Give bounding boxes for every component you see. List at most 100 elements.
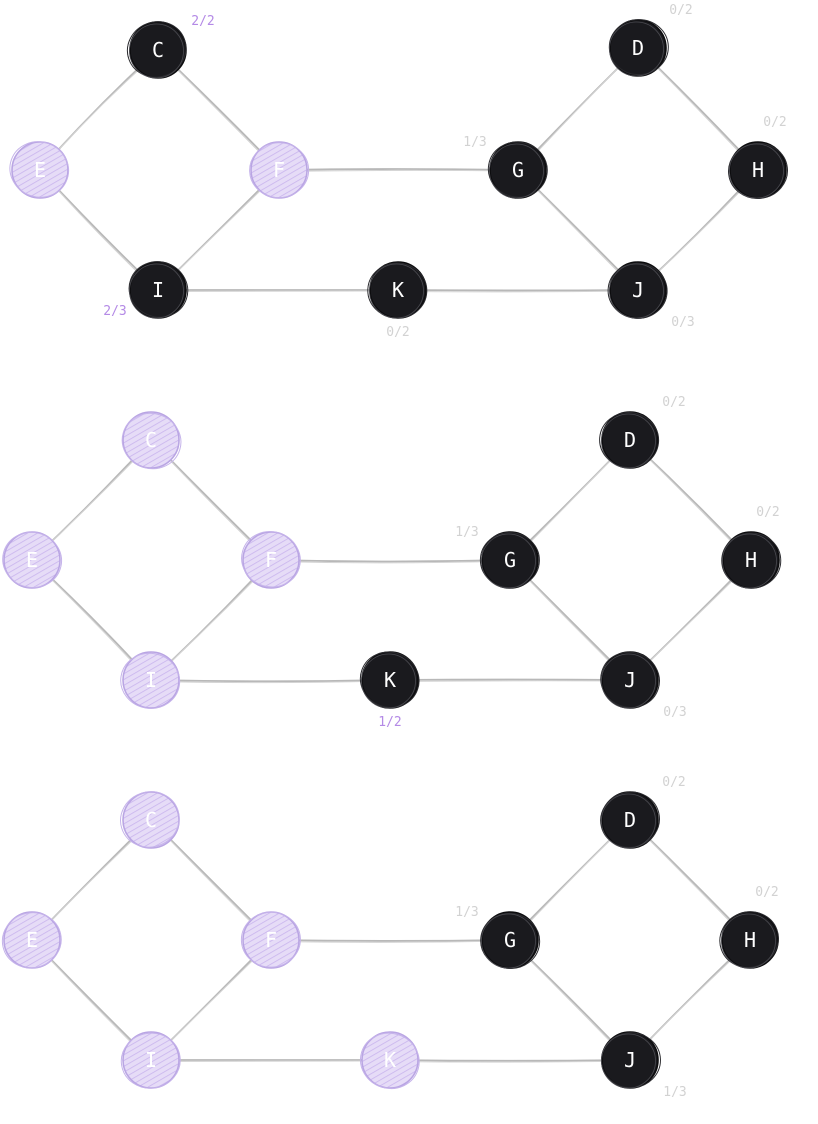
node-J: J 1/3 [600,1031,687,1100]
node-label-I: I [152,278,164,302]
node-D: D 0/2 [599,395,686,469]
node-E: E [1,911,62,969]
count-label-D: 0/2 [662,395,685,410]
node-label-H: H [744,928,756,952]
node-sketch-outline [728,142,788,199]
edge-I-K-sketch [158,290,398,292]
node-D: D 0/2 [608,3,693,77]
node-G: G1/3 [455,525,540,589]
count-label-D: 0/2 [662,775,685,790]
node-circle [122,411,180,469]
node-sketch-inner [601,1033,656,1089]
edge-K-J-sketch [390,1060,630,1063]
node-K: K [359,1031,420,1090]
node-sketch-outline [120,791,180,848]
edge-F-G [270,559,511,563]
node-label-G: G [504,548,516,572]
edge-K-J-sketch [398,290,638,293]
node-sketch-outline [120,652,181,709]
node-sketch-outline [719,911,779,968]
node-F: F [249,141,310,199]
node-H: H0/2 [728,115,788,199]
node-sketch-outline [599,412,660,469]
count-label-H: 0/2 [755,885,778,900]
node-sketch-outline [2,531,63,589]
node-C: C 2/2 [126,14,215,79]
node-C: C [121,411,182,470]
node-sketch-inner [481,913,536,969]
node-circle [361,1031,419,1089]
edge-K-J [389,1059,631,1062]
edge-I-K-sketch [151,1060,390,1062]
node-label-G: G [512,158,524,182]
node-label-J: J [624,1048,636,1072]
count-label-C: 2/2 [191,14,214,29]
node-label-C: C [145,808,157,832]
node-label-G: G [504,928,516,952]
node-label-J: J [624,668,636,692]
node-label-K: K [384,668,396,692]
edge-F-G-sketch [271,560,510,564]
node-G: G 1/3 [455,905,541,969]
node-label-J: J [632,278,644,302]
node-sketch-outline [1,912,62,969]
edge-I-K-sketch [151,680,390,684]
node-K: K 0/2 [367,261,428,340]
node-I: I [120,1031,181,1089]
node-sketch-outline [126,21,187,78]
node-sketch-inner [481,533,536,589]
node-label-C: C [152,38,164,62]
node-sketch-outline [249,142,310,199]
count-label-K: 1/2 [378,715,401,730]
node-sketch-inner [361,653,416,709]
count-label-I: 2/3 [103,304,126,319]
node-label-C: C [145,428,157,452]
node-H: H 0/2 [719,885,779,969]
node-sketch-outline [241,531,301,588]
edge-I-K [150,679,391,683]
node-E: E [2,531,63,589]
node-label-F: F [273,158,285,182]
node-label-H: H [745,548,757,572]
count-label-J: 1/3 [663,1085,686,1100]
node-D: D0/2 [600,775,686,849]
node-K: K 1/2 [359,651,420,730]
node-sketch-outline [121,412,182,470]
count-label-G: 1/3 [463,135,486,150]
node-sketch-outline [128,261,189,318]
count-label-J: 0/3 [671,315,694,330]
edge-K-J-sketch [390,680,630,682]
node-H: H 0/2 [721,505,782,589]
node-sketch-outline [9,141,70,198]
node-sketch-outline [240,911,301,968]
node-sketch-inner [721,913,776,969]
node-sketch-outline [359,651,420,709]
node-E: E [9,141,70,199]
node-sketch-inner [609,263,664,319]
count-label-K: 0/2 [386,325,409,340]
node-C: C [120,791,180,849]
node-sketch-inner [729,143,784,199]
node-sketch-inner [129,263,184,319]
count-label-D: 0/2 [669,3,692,18]
edge-F-G [270,939,511,942]
node-sketch-inner [369,263,424,319]
edge-F-G-sketch [271,940,510,943]
node-label-D: D [624,428,636,452]
node-label-K: K [392,278,404,302]
node-F: F [241,531,301,589]
node-label-E: E [26,548,38,572]
edge-F-G [278,168,519,171]
node-sketch-inner [489,143,544,199]
node-I: I [120,651,181,709]
node-label-I: I [145,1048,157,1072]
node-label-E: E [34,158,46,182]
node-sketch-inner [601,653,656,709]
node-label-D: D [632,36,644,60]
count-label-H: 0/2 [756,505,779,520]
count-label-G: 1/3 [455,905,478,920]
edge-F-G-sketch [279,169,518,172]
